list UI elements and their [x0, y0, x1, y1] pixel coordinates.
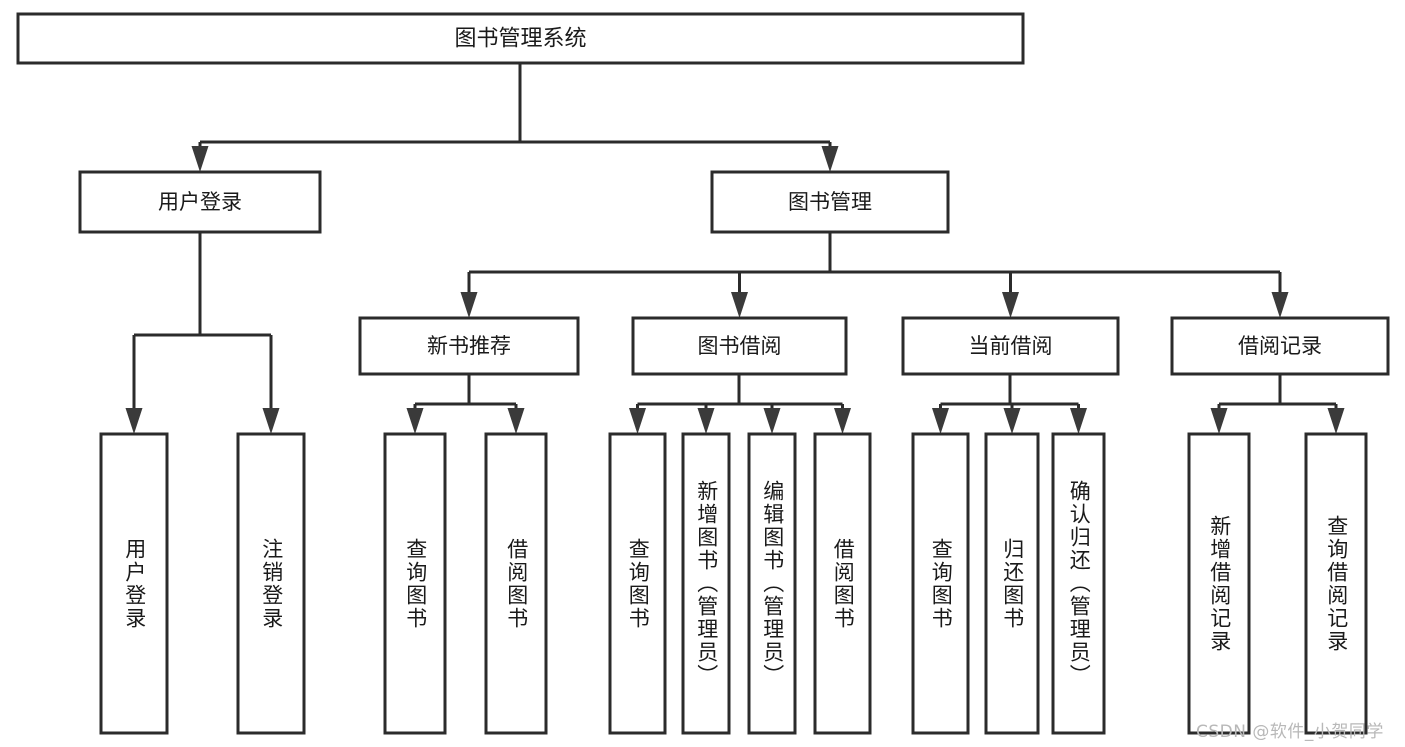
node-box-leaf-logout[interactable] — [236, 432, 306, 735]
node-box-leaf-query-book-rec[interactable] — [383, 432, 447, 735]
node-box-book-borrow[interactable] — [631, 316, 848, 376]
node-box-new-book-rec[interactable] — [358, 316, 580, 376]
arrow-head-icon — [262, 408, 280, 434]
arrow-head-icon — [1327, 408, 1345, 434]
node-box-leaf-edit-book[interactable] — [747, 432, 797, 735]
arrow-head-icon — [1070, 408, 1087, 434]
arrow-head-icon — [460, 292, 478, 318]
connector-layer — [125, 63, 1345, 434]
node-box-root[interactable] — [16, 12, 1025, 65]
arrow-head-icon — [731, 292, 748, 318]
node-label-borrow-record: 借阅记录 — [1238, 334, 1322, 358]
connector-group — [1210, 374, 1345, 434]
arrow-head-icon — [932, 408, 949, 434]
arrow-head-icon — [1210, 408, 1228, 434]
arrow-head-icon — [629, 408, 646, 434]
node-box-leaf-add-book[interactable] — [681, 432, 731, 735]
node-label-book-borrow: 图书借阅 — [698, 334, 782, 358]
node-box-user-login[interactable] — [78, 170, 322, 234]
arrow-head-icon — [1002, 292, 1019, 318]
node-box-leaf-borrow-book[interactable] — [813, 432, 872, 735]
arrow-head-icon — [834, 408, 851, 434]
connector-group — [460, 232, 1289, 318]
arrow-head-icon — [1003, 408, 1021, 434]
node-box-leaf-return-book[interactable] — [984, 432, 1040, 735]
connector-group — [932, 374, 1087, 434]
node-box-leaf-borrow-book-rec[interactable] — [484, 432, 548, 735]
node-label-new-book-rec: 新书推荐 — [427, 334, 511, 358]
arrow-head-icon — [821, 146, 839, 172]
node-label-book-manage: 图书管理 — [788, 190, 872, 214]
arrow-head-icon — [1271, 292, 1289, 318]
arrow-head-icon — [697, 408, 715, 434]
node-box-current-borrow[interactable] — [901, 316, 1120, 376]
node-box-borrow-record[interactable] — [1170, 316, 1390, 376]
arrow-head-icon — [125, 408, 143, 434]
node-box-leaf-confirm-return[interactable] — [1051, 432, 1106, 735]
node-label-current-borrow: 当前借阅 — [969, 334, 1053, 358]
node-box-leaf-add-record[interactable] — [1187, 432, 1251, 735]
node-label-user-login: 用户登录 — [158, 190, 242, 214]
node-box-layer — [16, 12, 1390, 735]
node-box-leaf-query-record[interactable] — [1304, 432, 1368, 735]
csdn-watermark: CSDN @软件_小贺同学 — [1196, 722, 1384, 742]
connector-group — [629, 374, 851, 434]
node-box-book-manage[interactable] — [710, 170, 950, 234]
node-box-leaf-query-book-borrow[interactable] — [608, 432, 667, 735]
arrow-head-icon — [763, 408, 781, 434]
connector-group — [125, 232, 280, 434]
node-box-leaf-query-book-cur[interactable] — [911, 432, 970, 735]
connector-group — [406, 374, 525, 434]
arrow-head-icon — [406, 408, 424, 434]
connector-group — [191, 63, 839, 172]
arrow-head-icon — [191, 146, 209, 172]
node-box-leaf-user-login[interactable] — [99, 432, 169, 735]
arrow-head-icon — [507, 408, 525, 434]
node-label-root: 图书管理系统 — [454, 27, 586, 52]
